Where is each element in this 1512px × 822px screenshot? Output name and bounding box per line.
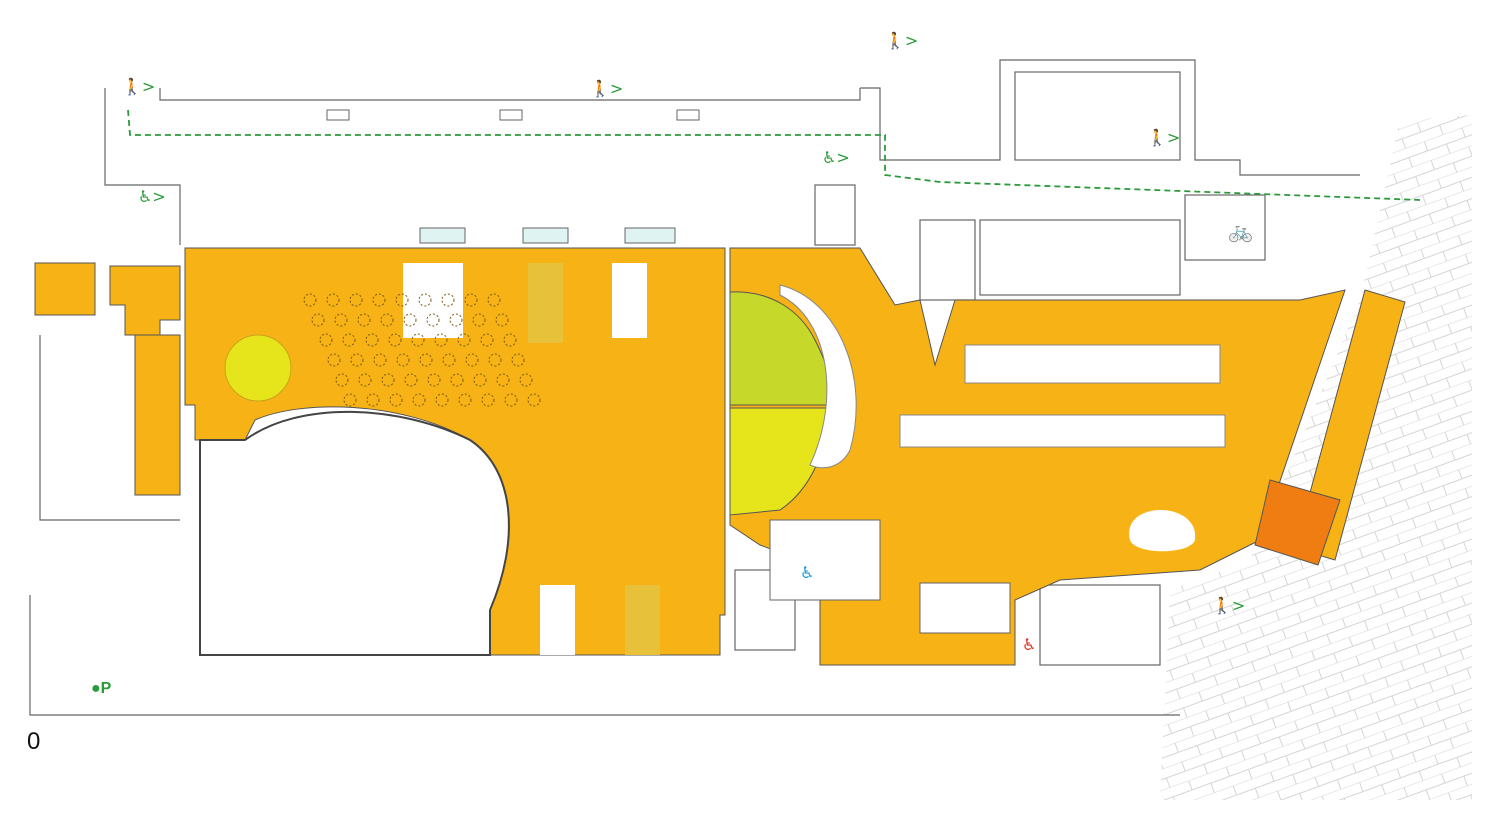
seat: [495, 313, 509, 327]
stroller-icon: ●: [91, 680, 101, 697]
svg-text:♿: ♿: [1022, 635, 1036, 654]
seat: [458, 393, 472, 407]
seat: [412, 393, 426, 407]
stroller-parking-label: ●P: [91, 680, 111, 698]
facade-windows: [326, 109, 700, 244]
seat: [450, 373, 464, 387]
entry-vestibule: [109, 265, 181, 336]
seat: [349, 293, 363, 307]
svg-text:🚶>: 🚶>: [885, 31, 918, 50]
bay: [540, 585, 575, 655]
seat: [373, 353, 387, 367]
seat: [319, 333, 333, 347]
seat: [365, 333, 379, 347]
seat: [503, 333, 517, 347]
seat: [511, 353, 525, 367]
seat: [381, 373, 395, 387]
seat: [504, 393, 518, 407]
seat: [480, 333, 494, 347]
seat: [389, 393, 403, 407]
svg-text:♿>: ♿>: [822, 148, 850, 167]
bay: [528, 263, 563, 343]
bicycle-icon: 🚲: [1228, 221, 1253, 243]
seat: [481, 393, 495, 407]
seat: [334, 313, 348, 327]
entry-room-left: [34, 262, 96, 316]
seat: [380, 313, 394, 327]
seat: [326, 293, 340, 307]
seat: [496, 373, 510, 387]
parking-label: P: [100, 680, 112, 697]
toilet-block: [769, 519, 881, 601]
bar-counter: [899, 414, 1226, 448]
kitchen-counter: [964, 344, 1221, 384]
seat: [404, 373, 418, 387]
seat: [395, 293, 409, 307]
seat: [441, 293, 455, 307]
staircase-left: [134, 334, 181, 496]
open-lobby: [199, 410, 510, 656]
bay: [625, 585, 660, 655]
pedestrian-icon: 🚶> 🚶> 🚶> 🚶> 🚶>: [122, 31, 1245, 615]
svg-text:🚶>: 🚶>: [122, 77, 155, 96]
seat: [388, 333, 402, 347]
svg-text:🚶>: 🚶>: [1212, 596, 1245, 615]
seat: [434, 333, 448, 347]
svg-text:♿: ♿: [800, 563, 814, 582]
seat: [472, 313, 486, 327]
svg-text:♿>: ♿>: [138, 187, 166, 206]
seat: [473, 373, 487, 387]
svg-text:🚶>: 🚶>: [590, 79, 623, 98]
seat: [350, 353, 364, 367]
seat: [357, 313, 371, 327]
seat: [442, 353, 456, 367]
seat: [457, 333, 471, 347]
seat: [303, 293, 317, 307]
toilet-block: [919, 582, 1011, 634]
terrace-strip: [1294, 289, 1406, 561]
seat: [372, 293, 386, 307]
seat: [343, 393, 357, 407]
paving-area: [1160, 115, 1472, 800]
lounge-sofa: [1129, 510, 1196, 552]
bay: [612, 263, 647, 338]
seating-grid: [303, 293, 541, 407]
seat: [342, 333, 356, 347]
seat: [327, 353, 341, 367]
seat: [366, 393, 380, 407]
seat: [527, 393, 541, 407]
terrace-accent: [1254, 479, 1341, 566]
svg-text:🚶>: 🚶>: [1147, 128, 1180, 147]
seat: [418, 293, 432, 307]
seat: [465, 353, 479, 367]
seat: [426, 313, 440, 327]
planter-icon: [224, 334, 292, 402]
seat: [411, 333, 425, 347]
seat: [427, 373, 441, 387]
seat: [487, 293, 501, 307]
seat: [311, 313, 325, 327]
floor-level-label: 0: [27, 728, 41, 755]
pedestrian-route: [127, 109, 1421, 201]
seat: [403, 313, 417, 327]
seat: [396, 353, 410, 367]
curved-counter: [779, 284, 857, 469]
seat: [464, 293, 478, 307]
seat: [435, 393, 449, 407]
seat: [358, 373, 372, 387]
seat: [419, 353, 433, 367]
seat: [335, 373, 349, 387]
seat: [519, 373, 533, 387]
wheelchair-icon: ♿> ♿> ♿ ♿: [138, 148, 1036, 654]
seat: [488, 353, 502, 367]
seat: [449, 313, 463, 327]
